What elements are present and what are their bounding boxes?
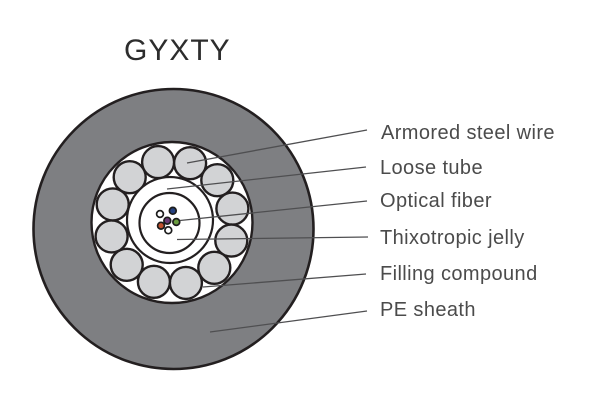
armored-steel-wire-1	[140, 144, 176, 180]
label-armored-steel-wire: Armored steel wire	[381, 122, 555, 144]
label-thixotropic-jelly: Thixotropic jelly	[380, 227, 525, 249]
armored-steel-wire-2	[172, 145, 208, 181]
fiber-white-1-icon	[155, 209, 165, 219]
label-optical-fiber: Optical fiber	[380, 190, 492, 212]
fiber-purple-icon	[163, 216, 172, 225]
armored-steel-wire-9	[109, 247, 144, 282]
armored-steel-wire-8	[136, 264, 172, 299]
leader-line-filling-compound	[202, 273, 367, 288]
leader-line-pe-sheath	[209, 310, 368, 333]
armored-steel-wire-10	[94, 219, 129, 254]
leader-line-optical-fiber	[179, 200, 368, 222]
fiber-blue-icon	[168, 206, 178, 216]
armored-steel-wire-3	[200, 162, 235, 198]
armored-steel-wire-11	[95, 187, 130, 222]
diagram-title: GYXTY	[124, 34, 231, 67]
fiber-white-2-icon	[164, 226, 173, 235]
leader-line-loose-tube	[166, 166, 367, 190]
armored-steel-wire-4	[215, 191, 250, 226]
label-pe-sheath: PE sheath	[380, 299, 476, 321]
armored-steel-wire-7	[168, 265, 204, 301]
armored-steel-wire-5	[214, 223, 249, 258]
fiber-green-icon	[172, 217, 181, 227]
fiber-orange-icon	[156, 221, 166, 230]
label-loose-tube: Loose tube	[380, 157, 483, 179]
leader-line-armored-steel-wire	[186, 129, 368, 164]
label-filling-compound: Filling compound	[380, 263, 538, 285]
armored-steel-wire-12	[112, 159, 147, 195]
armored-steel-wire-6	[197, 250, 232, 285]
leader-line-thixotropic-jelly	[176, 236, 369, 241]
